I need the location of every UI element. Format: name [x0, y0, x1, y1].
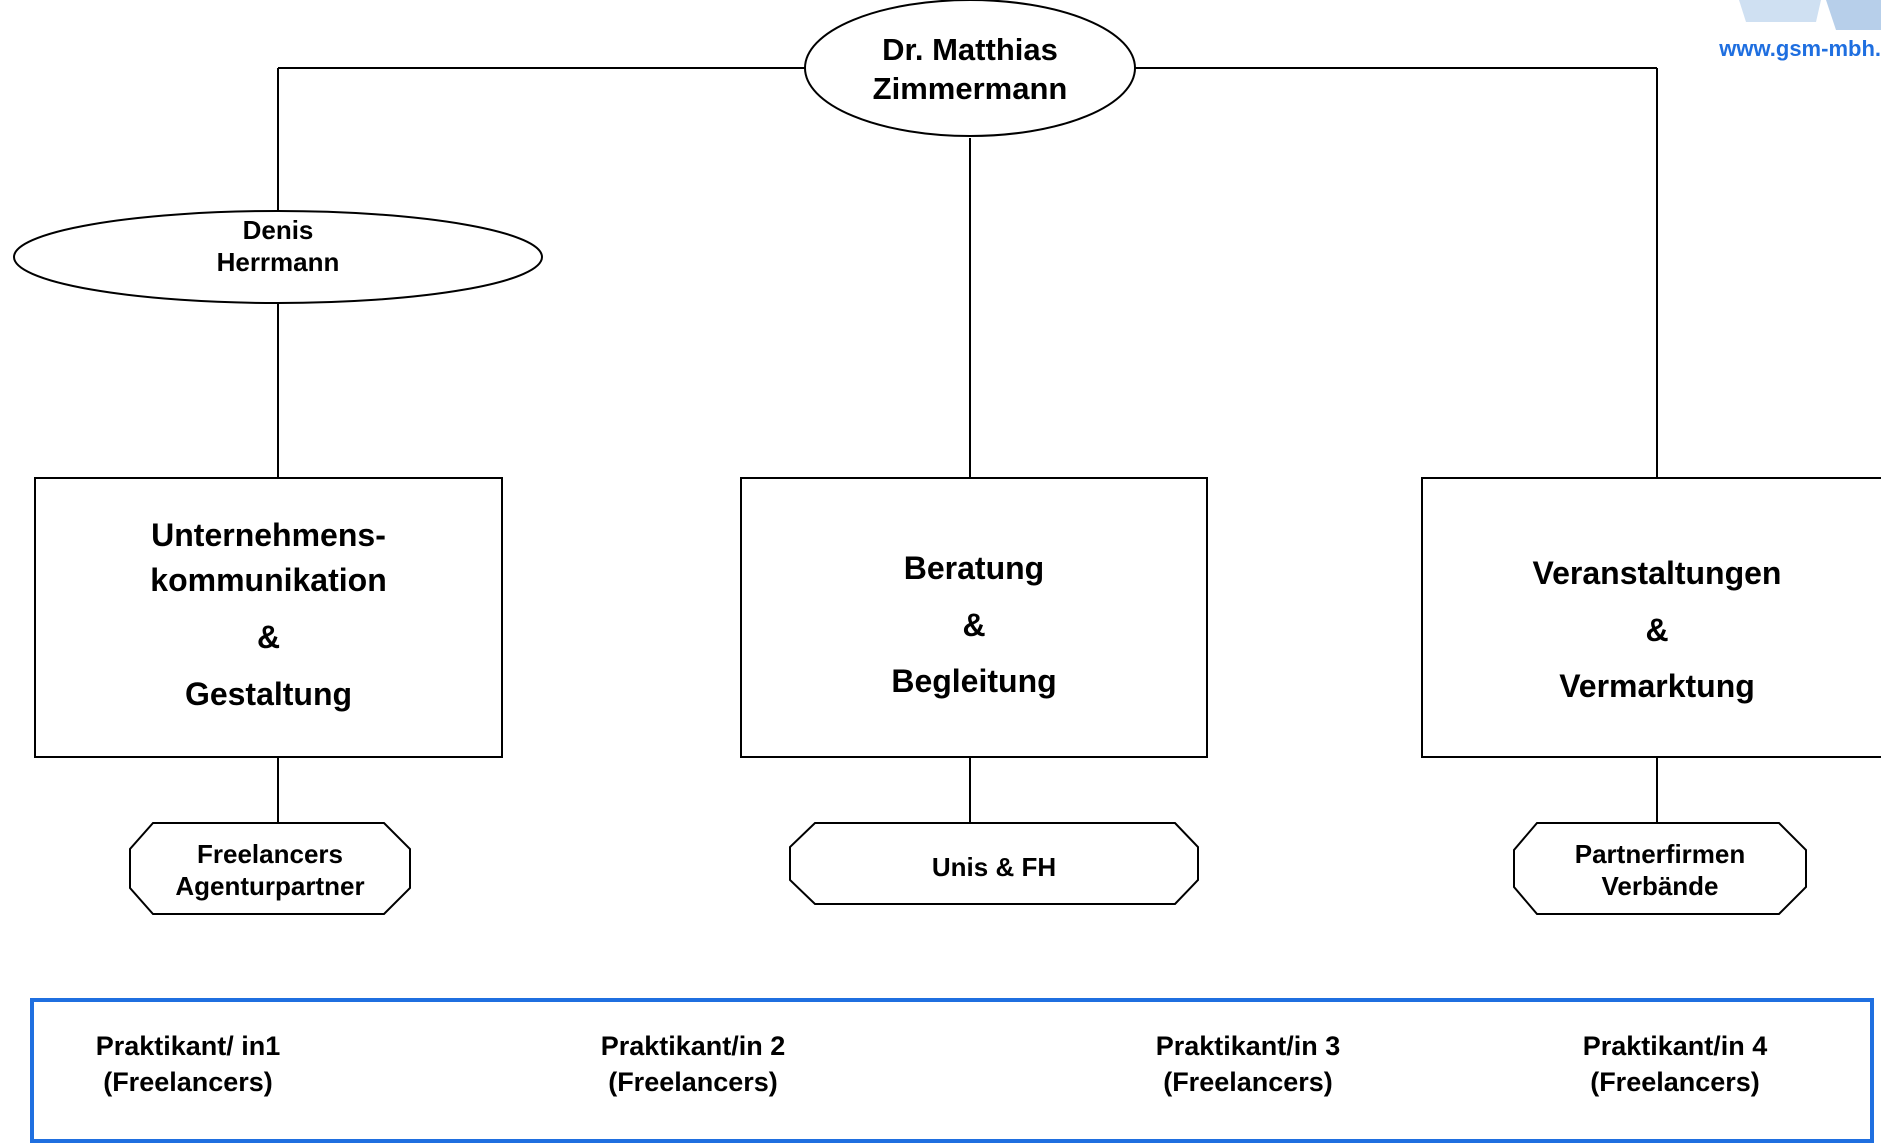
manager-name-line2: Herrmann: [216, 247, 340, 277]
intern-3: Praktikant/in 3 (Freelancers): [1138, 1028, 1358, 1101]
root-ellipse: [804, 0, 1136, 137]
intern-2: Praktikant/in 2 (Freelancers): [583, 1028, 803, 1101]
dept-2-line1: Beratung: [903, 549, 1045, 586]
partner-octagon-1: [129, 822, 411, 915]
intern-4-title: Praktikant/in 4: [1582, 1031, 1768, 1061]
dept-1-line3: &: [256, 619, 281, 655]
dept-3-label: Veranstaltungen & Vermarktung: [1422, 540, 1881, 720]
root-node-label: Dr. Matthias Zimmermann: [820, 22, 1120, 117]
manager-node-label: Denis Herrmann: [128, 207, 428, 285]
dept-box-3: [1421, 477, 1881, 758]
partner-1-line2: Agenturpartner: [175, 871, 365, 901]
dept-1-label: Unternehmens- kommunikation & Gestaltung: [35, 505, 502, 725]
company-logo: www.gsm-mbh.: [1621, 0, 1881, 70]
intern-4-subtitle: (Freelancers): [1590, 1067, 1760, 1098]
partner-3-line2: Verbände: [1601, 871, 1719, 901]
dept-1-line1: Unternehmens-: [151, 517, 386, 554]
partner-3-label: Partnerfirmen Verbände: [1514, 830, 1806, 910]
dept-3-line2: &: [1645, 611, 1669, 648]
intern-1-title: Praktikant/ in1: [95, 1031, 281, 1061]
partner-1-line1: Freelancers: [197, 838, 343, 869]
dept-2-line2: &: [962, 606, 986, 643]
dept-box-2: [740, 477, 1208, 758]
intern-2-subtitle: (Freelancers): [608, 1067, 778, 1098]
partner-octagon-3: [1513, 822, 1807, 915]
partner-1-label: Freelancers Agenturpartner: [130, 830, 410, 910]
dept-1-line4: Gestaltung: [184, 675, 353, 712]
intern-3-subtitle: (Freelancers): [1163, 1067, 1333, 1098]
intern-1-subtitle: (Freelancers): [103, 1067, 273, 1098]
dept-2-line3: Begleitung: [891, 663, 1057, 700]
dept-2-label: Beratung & Begleitung: [741, 535, 1207, 715]
dept-1-line2: kommunikation: [150, 562, 387, 599]
intern-2-title: Praktikant/in 2: [600, 1031, 786, 1061]
logo-mark-icon: [1739, 0, 1881, 30]
dept-box-1: [34, 477, 503, 758]
partner-2-label: Unis & FH: [790, 838, 1198, 896]
dept-3-line1: Veranstaltungen: [1532, 554, 1782, 591]
intern-1: Praktikant/ in1 (Freelancers): [78, 1028, 298, 1101]
manager-ellipse: [13, 210, 543, 304]
logo-url: www.gsm-mbh.: [1719, 36, 1881, 61]
partner-3-line1: Partnerfirmen: [1574, 838, 1746, 869]
intern-4: Praktikant/in 4 (Freelancers): [1565, 1028, 1785, 1101]
root-name-line2: Zimmermann: [872, 70, 1068, 106]
intern-3-title: Praktikant/in 3: [1155, 1031, 1341, 1061]
partner-octagon-2: [789, 822, 1199, 905]
manager-name-line1: Denis: [242, 214, 314, 245]
partner-2-line1: Unis & FH: [931, 851, 1057, 882]
root-name-line1: Dr. Matthias: [882, 31, 1058, 67]
dept-3-line3: Vermarktung: [1559, 668, 1755, 705]
